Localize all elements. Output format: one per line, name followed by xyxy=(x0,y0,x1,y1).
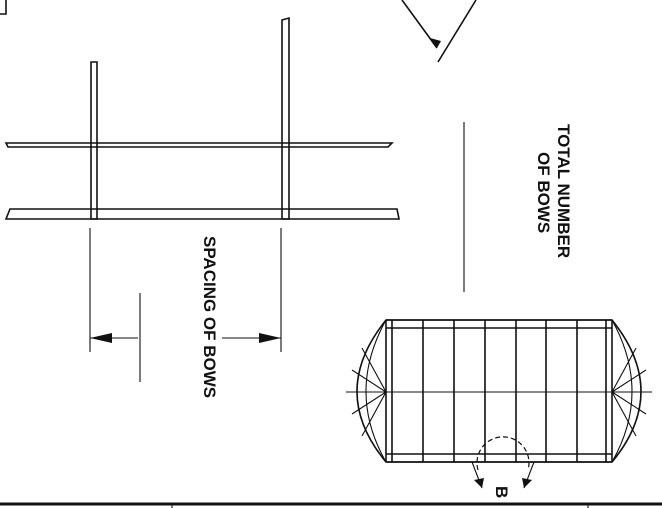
title-block-edge xyxy=(0,502,662,508)
spacing-dimension xyxy=(89,228,282,382)
total-number-label: TOTAL NUMBER xyxy=(554,124,573,258)
plan-view xyxy=(346,319,652,489)
detail-b-label: B xyxy=(492,486,511,498)
of-bows-label: OF BOWS xyxy=(534,152,553,233)
spacing-of-bows-label: SPACING OF BOWS xyxy=(200,236,219,398)
side-elevation xyxy=(4,16,400,220)
leader-arrow-top xyxy=(401,0,477,63)
corner-mark xyxy=(0,0,7,15)
